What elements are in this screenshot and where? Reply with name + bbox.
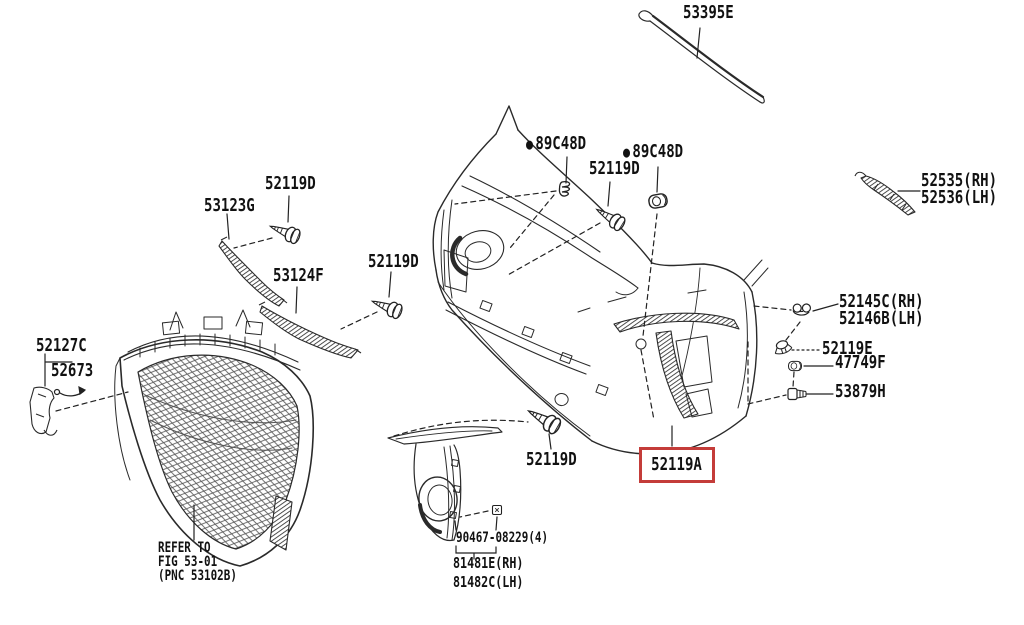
upper-molding-drawing[interactable] [218, 236, 288, 307]
label-clip-52673[interactable]: 52673 [51, 360, 94, 381]
refer-note-line2: FIG 53-01 [158, 554, 218, 570]
grille-drawing[interactable] [114, 309, 314, 567]
grommet-47749f-drawing[interactable] [788, 360, 802, 372]
hood-seal-drawing[interactable] [638, 10, 765, 104]
bullet-icon: ● [623, 143, 631, 161]
bullet-icon: ● [526, 135, 534, 153]
label-clip-52119e[interactable]: 52119E [822, 338, 873, 359]
clip-90467-drawing[interactable] [491, 504, 503, 516]
selected-part-highlight-box[interactable]: 52119A [639, 447, 715, 483]
label-retainer-52535-rh[interactable]: 52535(RH) [921, 170, 998, 191]
label-grommet-47749f[interactable]: 47749F [835, 352, 886, 373]
bracket-drawing[interactable] [29, 386, 58, 436]
label-clip-89c48d-2[interactable]: ●89C48D [623, 141, 684, 162]
grommet-89c48d-drawing[interactable] [647, 192, 669, 210]
label-cover-81482c-lh[interactable]: 81482C(LH) [453, 573, 524, 591]
screw-53879h-drawing[interactable] [787, 387, 807, 401]
screw-52119d-left1-drawing[interactable] [266, 218, 303, 246]
retainer-drawing[interactable] [854, 171, 916, 216]
refer-note: REFER TO FIG 53-01 (PNC 53102B) [158, 541, 237, 583]
clip-52145c-drawing[interactable] [791, 300, 812, 318]
label-cover-81481e-rh[interactable]: 81481E(RH) [453, 554, 524, 572]
label-clip-89c48d-1[interactable]: ●89C48D [526, 133, 587, 154]
label-molding-53124f[interactable]: 53124F [273, 265, 324, 286]
assembly-dashed-lines [55, 190, 801, 518]
label-clip-52146b-lh[interactable]: 52146B(LH) [839, 308, 924, 329]
clip-52119e-drawing[interactable] [771, 338, 794, 357]
label-bumper-52119a[interactable]: 52119A [651, 454, 703, 475]
refer-note-line3: (PNC 53102B) [158, 568, 237, 584]
label-screw-53879h[interactable]: 53879H [835, 381, 886, 402]
screw-52119d-bottom-drawing[interactable] [523, 402, 564, 437]
label-screw-kit-90467[interactable]: 90467-08229(4) [456, 530, 549, 546]
refer-note-line1: REFER TO [158, 540, 211, 556]
label-seal-53395e[interactable]: 53395E [683, 2, 734, 23]
label-retainer-52536-lh[interactable]: 52536(LH) [921, 187, 998, 208]
label-clip-52145c-rh[interactable]: 52145C(RH) [839, 291, 924, 312]
screw-52119d-left2-drawing[interactable] [368, 293, 405, 321]
label-bracket-52127c[interactable]: 52127C [36, 335, 87, 356]
label-screw-52119d-top[interactable]: 52119D [589, 158, 640, 179]
fog-cover-drawing[interactable] [387, 426, 503, 542]
screw-52119d-top-drawing[interactable] [592, 202, 628, 233]
label-screw-52119d-left2[interactable]: 52119D [368, 251, 419, 272]
lower-molding-drawing[interactable] [258, 301, 362, 359]
label-screw-52119d-bottom[interactable]: 52119D [526, 449, 577, 470]
label-molding-53123g[interactable]: 53123G [204, 195, 255, 216]
bumper-cover-drawing[interactable] [432, 105, 769, 455]
clip-89c48d-drawing[interactable] [558, 180, 571, 197]
leader-lines [44, 27, 921, 560]
label-screw-52119d-left1[interactable]: 52119D [265, 173, 316, 194]
